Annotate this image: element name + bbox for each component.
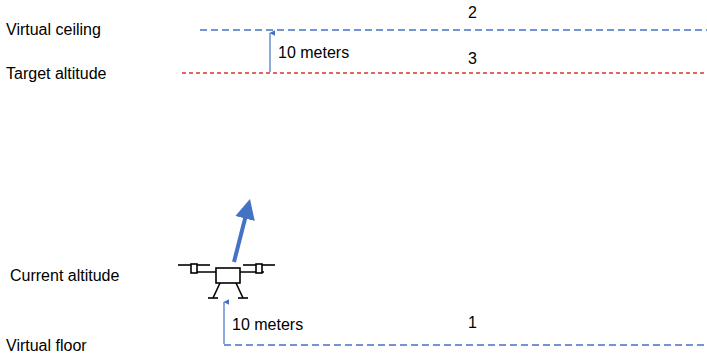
boundary-label: Virtual ceiling [6,21,101,39]
altitude-label: Current altitude [10,267,119,285]
direction-arrow [234,203,249,262]
callout-number: 3 [468,50,477,68]
dimension-arrow [269,33,270,72]
target-line [182,72,707,73]
dimension-label: 10 meters [232,316,303,334]
callout-number: 1 [468,314,477,332]
boundary-label: Target altitude [6,65,107,83]
callout-number: 2 [468,4,477,22]
floor-line [224,344,707,345]
dimension-arrow [223,302,224,344]
ceiling-line [200,29,707,30]
boundary-label: Virtual floor [6,337,87,355]
dimension-label: 10 meters [278,44,349,62]
drone-icon [178,264,275,298]
